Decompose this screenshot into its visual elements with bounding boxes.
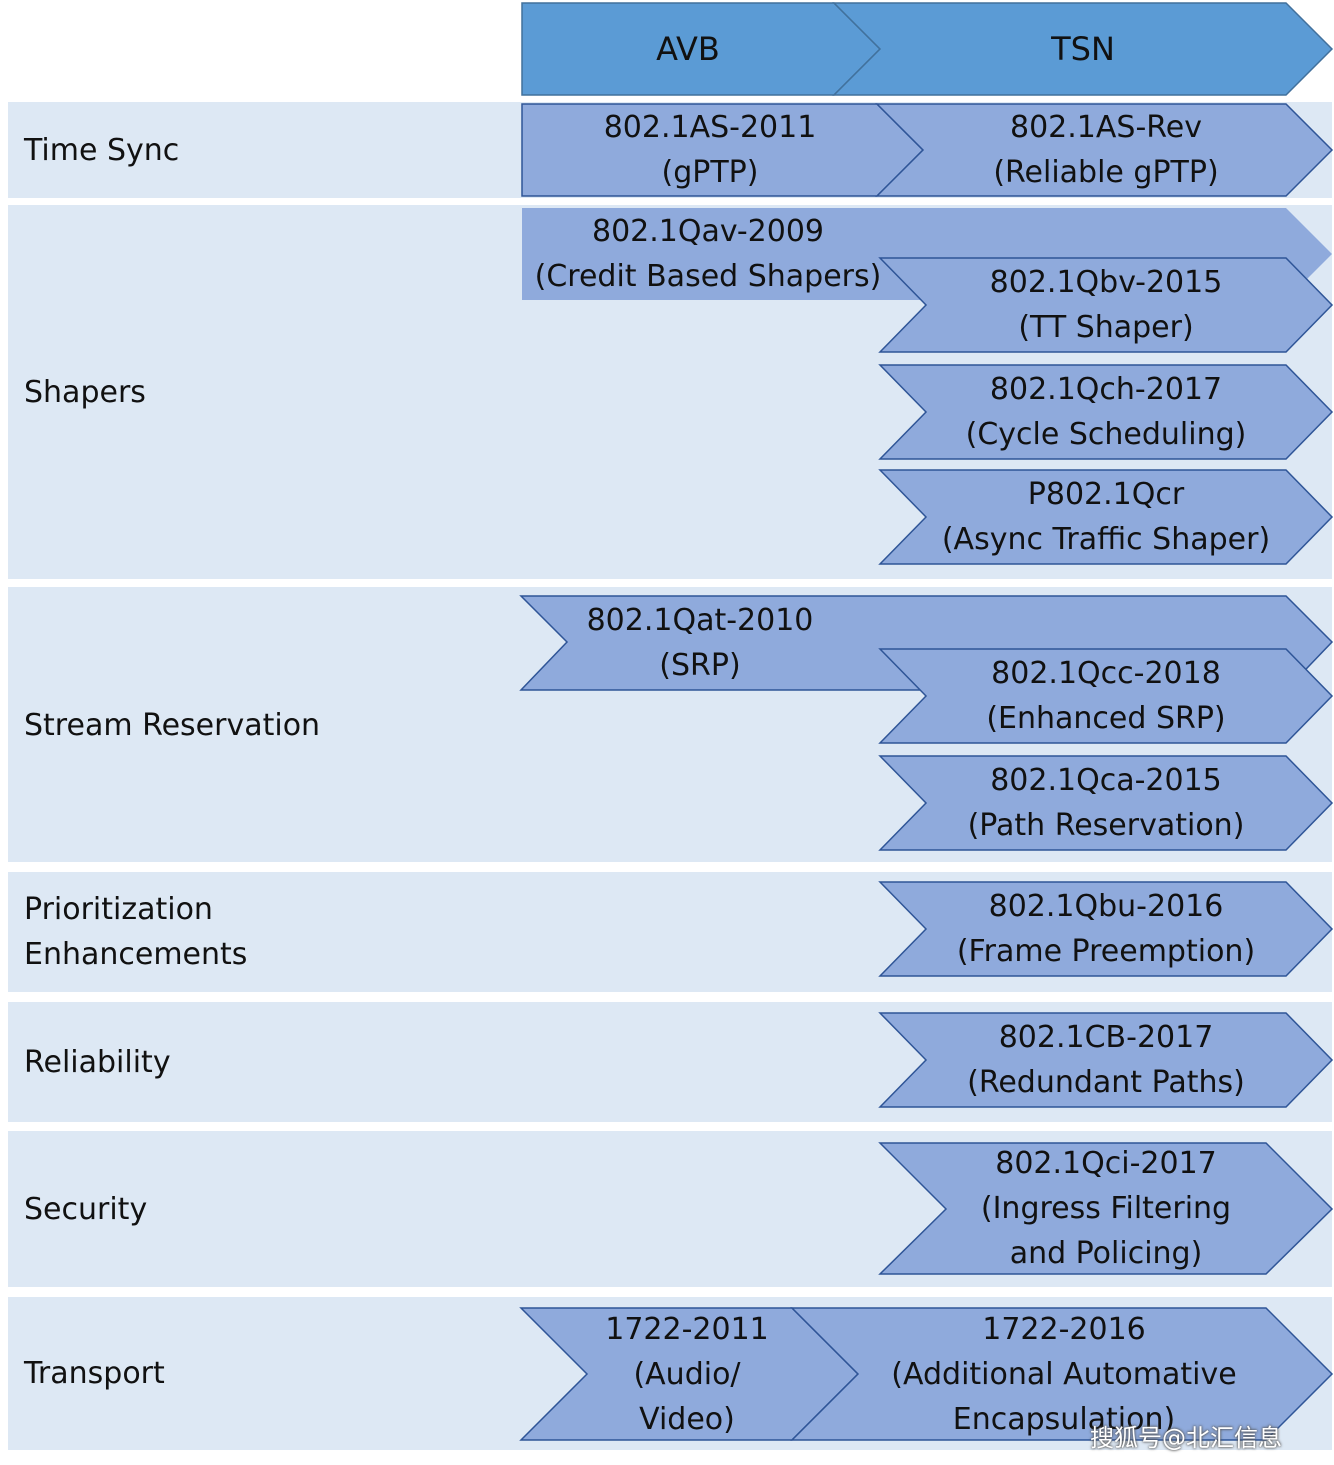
qbv-desc: (TT Shaper) [1018,310,1194,345]
row-label-time-sync: Time Sync [24,133,180,168]
t2011-text: 1722-2011 (Audio/ Video) [587,1308,787,1440]
row-label-prioritization: Prioritization Enhancements [24,887,247,977]
asrev-text: 802.1AS-Rev (Reliable gPTP) [923,104,1289,196]
cb-desc: (Redundant Paths) [967,1065,1245,1100]
qav-text: 802.1Qav-2009 (Credit Based Shapers) [522,208,894,300]
cb-arrow [878,1012,1334,1108]
qcr-text: P802.1Qcr (Async Traffic Shaper) [926,470,1286,564]
row-label-transport: Transport [24,1356,165,1391]
qbu-desc: (Frame Preemption) [956,934,1256,969]
qci-name: 802.1Qci-2017 [995,1146,1217,1181]
qbv-name: 802.1Qbv-2015 [989,265,1223,300]
qbv-arrow [878,257,1334,353]
qca-desc: (Path Reservation) [967,808,1245,843]
qcc-desc: (Enhanced SRP) [986,701,1226,736]
row-label-prioritization-line1: Prioritization [24,892,213,927]
qch-arrow [878,364,1334,460]
watermark: 搜狐号@北汇信息 [1090,1424,1282,1452]
qbu-arrow [878,881,1334,977]
as2011-name: 802.1AS-2011 [603,110,817,145]
qcc-arrow [878,648,1334,744]
t2016-name: 1722-2016 [982,1311,1146,1347]
row-label-security: Security [24,1192,148,1227]
qch-text: 802.1Qch-2017 (Cycle Scheduling) [926,365,1286,459]
t2011-desc-line1: (Audio/ [633,1356,741,1392]
qci-text: 802.1Qci-2017 (Ingress Filtering and Pol… [926,1143,1286,1274]
qav-name: 802.1Qav-2009 [591,214,824,249]
as2011-text: 802.1AS-2011 (gPTP) [522,104,898,196]
t2016-desc-line1: (Additional Automative [891,1356,1237,1392]
t2011-name: 1722-2011 [605,1311,769,1347]
row-label-reliability: Reliability [24,1045,171,1080]
qca-arrow [878,755,1334,851]
qcr-name: P802.1Qcr [1027,477,1185,512]
qch-name: 802.1Qch-2017 [989,372,1223,407]
qat-text: 802.1Qat-2010 (SRP) [567,596,833,690]
avb-header-label: AVB [656,29,720,68]
qch-desc: (Cycle Scheduling) [965,417,1247,452]
asrev-desc: (Reliable gPTP) [993,155,1219,190]
t2016-desc-line2: Encapsulation) [952,1401,1176,1437]
asrev-name: 802.1AS-Rev [1010,110,1202,145]
qcc-text: 802.1Qcc-2018 (Enhanced SRP) [926,649,1286,743]
qbu-text: 802.1Qbu-2016 (Frame Preemption) [926,882,1286,976]
qci-desc-line1: (Ingress Filtering [980,1191,1232,1226]
qbv-text: 802.1Qbv-2015 (TT Shaper) [926,258,1286,352]
row-label-prioritization-line2: Enhancements [24,937,248,972]
cb-name: 802.1CB-2017 [998,1020,1214,1055]
qca-text: 802.1Qca-2015 (Path Reservation) [926,756,1286,850]
qat-name: 802.1Qat-2010 [586,603,814,638]
qci-desc-line2: and Policing) [1009,1236,1203,1271]
asrev-arrow [875,103,1334,197]
tsn-header-arrow [832,2,1334,96]
qca-name: 802.1Qca-2015 [990,763,1222,798]
qcr-desc: (Async Traffic Shaper) [941,522,1271,557]
qav-desc: (Credit Based Shapers) [534,259,882,294]
row-label-shapers: Shapers [24,375,146,410]
as2011-desc: (gPTP) [661,155,759,190]
row-label-stream-reservation: Stream Reservation [24,708,321,743]
qci-arrow [878,1142,1334,1275]
tsn-header-label: TSN [1051,29,1115,68]
qat-desc: (SRP) [659,648,741,683]
t2016-text: 1722-2016 (Additional Automative Encapsu… [858,1308,1270,1440]
qcr-arrow [878,469,1334,565]
cb-text: 802.1CB-2017 (Redundant Paths) [926,1013,1286,1107]
qbu-name: 802.1Qbu-2016 [988,889,1224,924]
t2016-arrow [790,1307,1334,1441]
qcc-name: 802.1Qcc-2018 [991,656,1221,691]
t2011-desc-line2: Video) [639,1401,735,1437]
